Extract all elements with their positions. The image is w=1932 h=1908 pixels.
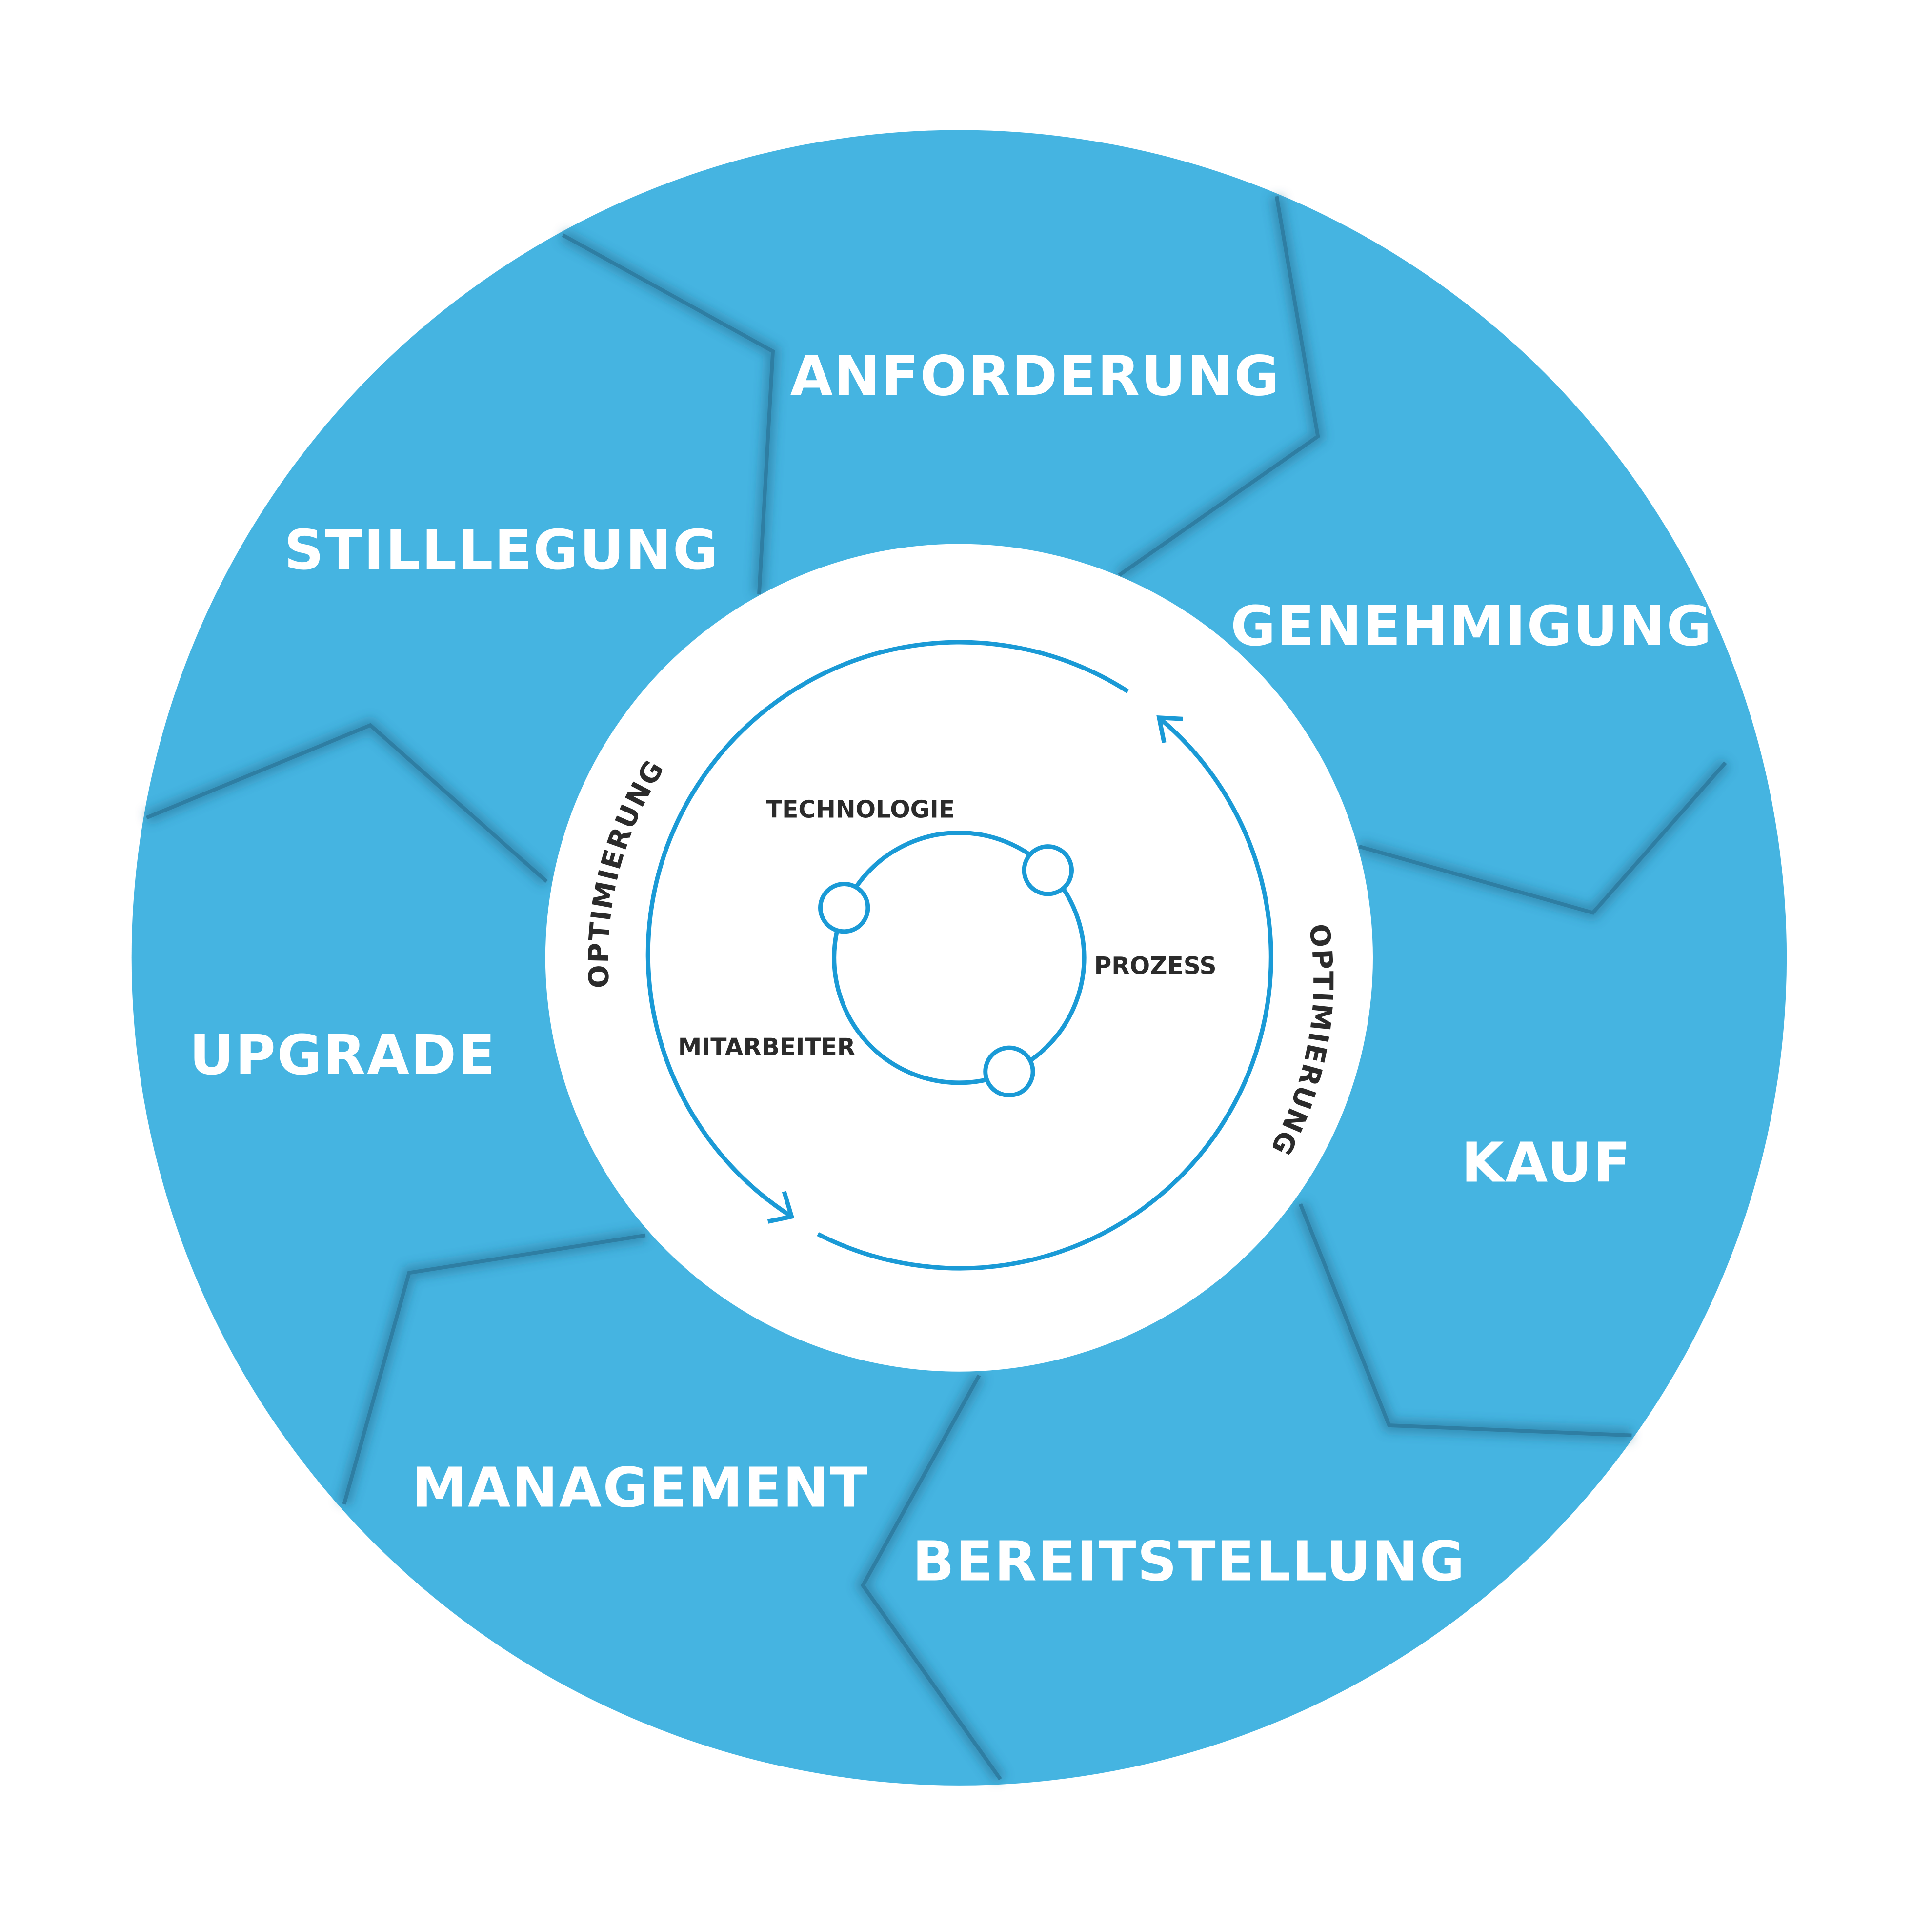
phase-kauf: KAUF	[1461, 1130, 1632, 1195]
inner-white-circle	[545, 544, 1373, 1372]
optimization-arrow-top-left	[645, 640, 1129, 1218]
node-technologie	[818, 882, 870, 934]
node-mitarbeiter	[983, 1045, 1035, 1098]
core-cycle	[832, 830, 1087, 1085]
phase-genehmigung: GENEHMIGUNG	[1230, 594, 1712, 658]
phase-upgrade: UPGRADE	[189, 1023, 496, 1087]
optimization-arrow-bottom-right	[817, 717, 1273, 1271]
core-technologie: TECHNOLOGIE	[766, 796, 955, 824]
phase-stilllegung: STILLLEGUNG	[284, 518, 719, 582]
phase-anforderung: ANFORDERUNG	[790, 344, 1281, 408]
segment-edges	[145, 196, 1727, 1781]
core-mitarbeiter: MITARBEITER	[678, 1034, 856, 1061]
arrowhead-icon	[1156, 715, 1183, 743]
arrowhead-icon	[767, 1191, 795, 1224]
phase-bereitstellung: BEREITSTELLUNG	[912, 1529, 1466, 1594]
phase-management: MANAGEMENT	[412, 1456, 869, 1520]
node-prozess	[1022, 844, 1074, 896]
core-prozess: PROZESS	[1094, 953, 1217, 980]
